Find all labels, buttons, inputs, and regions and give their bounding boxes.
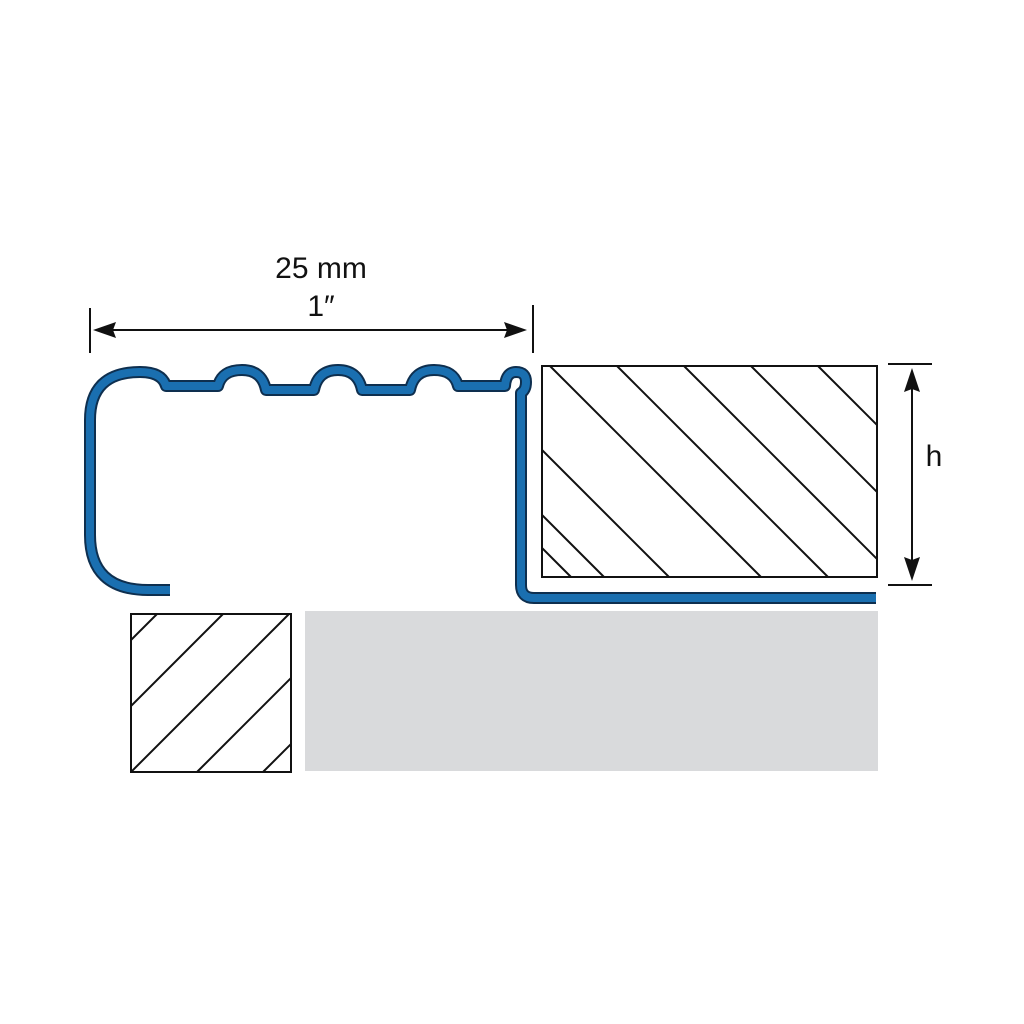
arrowhead-left-icon <box>93 322 116 338</box>
width-dimension: 25 mm 1″ <box>89 252 534 353</box>
height-dimension: h <box>888 363 943 586</box>
stair-step-block <box>130 613 292 773</box>
width-metric-label: 25 mm <box>275 252 367 285</box>
width-imperial-label: 1″ <box>307 290 335 323</box>
substrate-screed <box>305 611 878 771</box>
height-label: h <box>926 440 943 473</box>
arrowhead-right-icon <box>504 322 527 338</box>
arrowhead-up-icon <box>904 368 920 392</box>
arrowhead-down-icon <box>904 557 920 581</box>
profile-fill <box>86 366 876 602</box>
nosing-profile <box>84 364 876 604</box>
tile-block <box>541 365 878 578</box>
